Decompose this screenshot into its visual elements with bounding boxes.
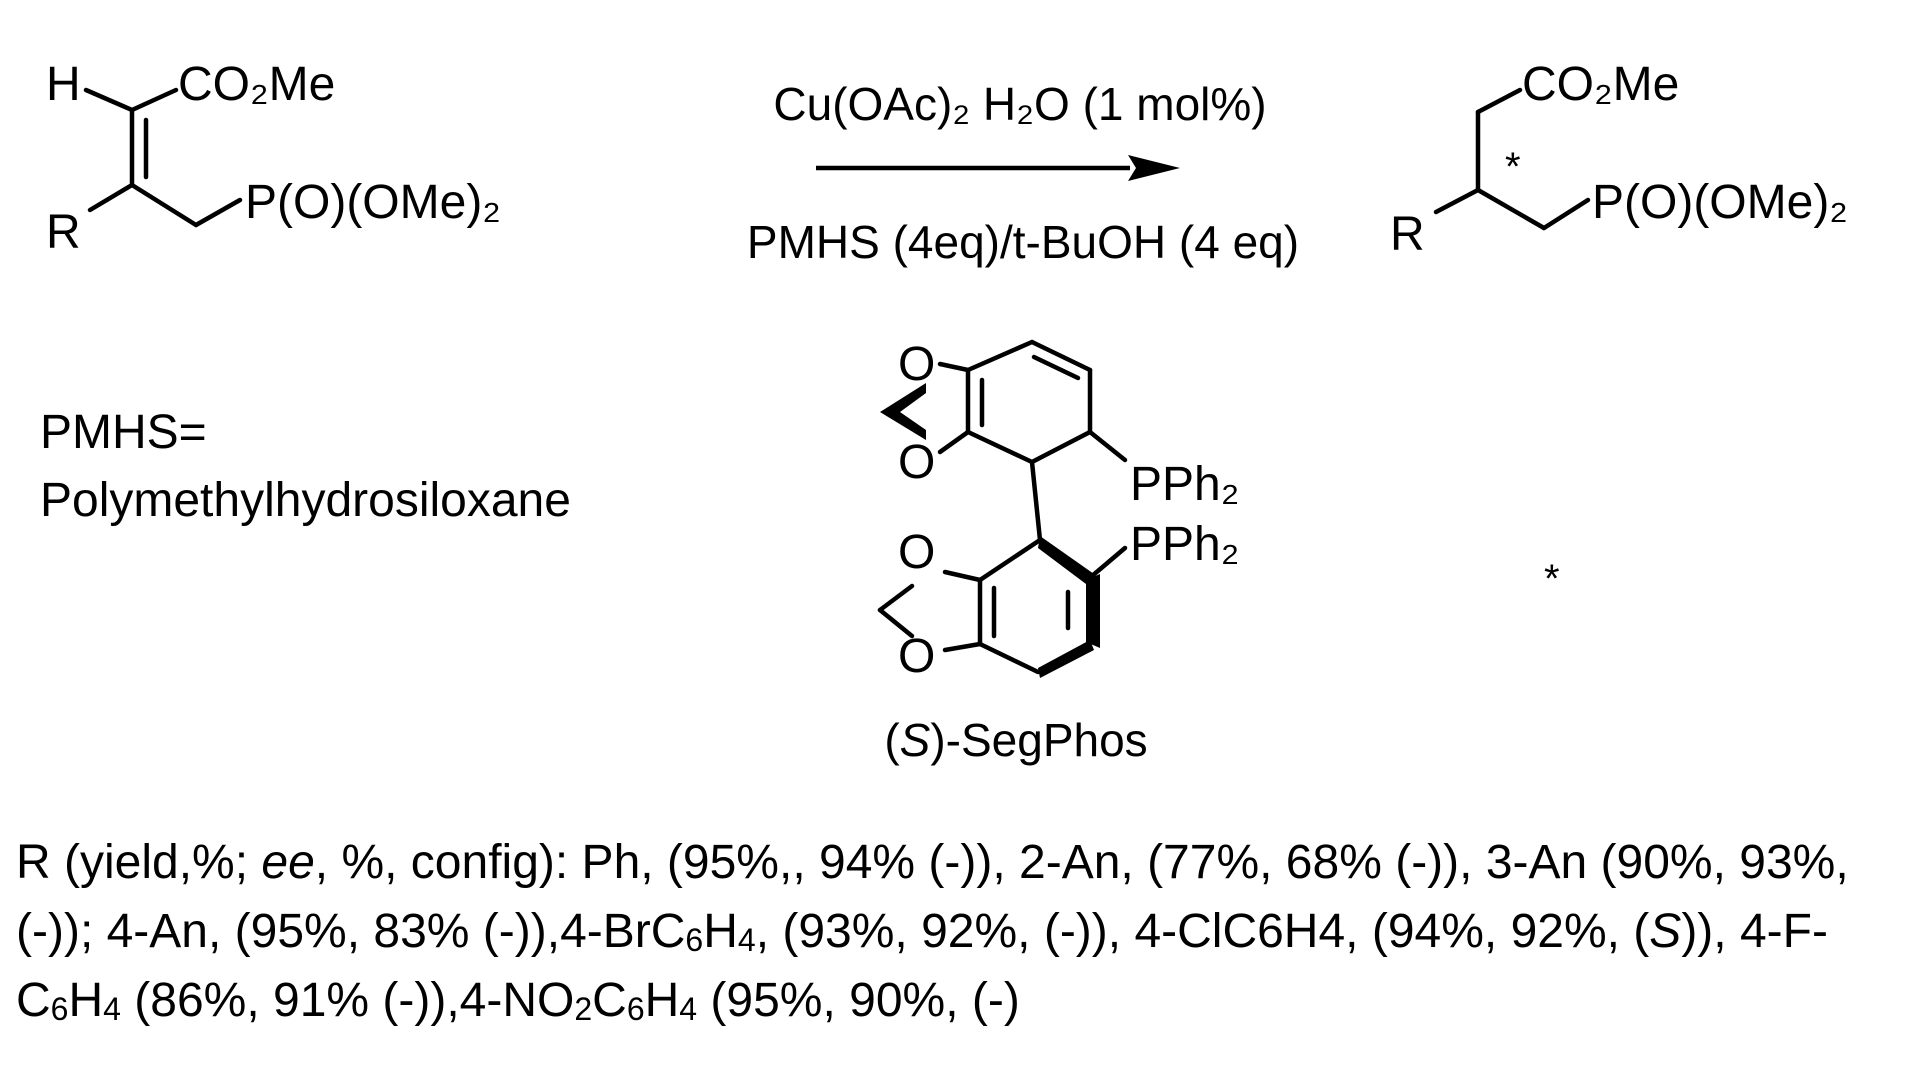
bond-ch2-p (1541, 197, 1591, 231)
note-seg: , %, config): Ph, (95%,, 94% (-)), 2-An,… (16, 836, 1849, 958)
bond-c1-h (83, 87, 135, 113)
stray-asterisk: * (1544, 557, 1560, 601)
note-subscript: 6 (50, 991, 69, 1027)
note-subscript: 4 (679, 991, 698, 1027)
bold-bond (1086, 574, 1100, 648)
segphos-name: (S)-SegPhos (884, 714, 1147, 766)
segphos-o-upper-2: O (898, 436, 935, 489)
product-r-label: R (1390, 208, 1425, 261)
product-stereocenter-mark: * (1505, 145, 1521, 189)
note-seg: (95%, 90%, (-) (697, 974, 1020, 1027)
note-subscript: 4 (103, 991, 121, 1027)
reactant-h-label: H (46, 58, 81, 111)
note-subscript: 2 (574, 991, 593, 1027)
reactant-structure (83, 87, 243, 228)
note-seg-s: S (1649, 905, 1682, 958)
note-seg: H (68, 974, 104, 1027)
bond-c2-ch2 (129, 182, 199, 228)
segphos-structure (877, 339, 1128, 678)
biaryl-bond (1029, 459, 1043, 543)
results-note: R (yield,%; ee, %, config): Ph, (95%,, 9… (16, 828, 1896, 1035)
pmhs-definition-line1: PMHS= (40, 406, 207, 459)
segphos-pph2-lower: PPh₂ (1130, 518, 1239, 571)
note-subscript: 6 (626, 991, 645, 1027)
inner-bond (1031, 354, 1081, 381)
note-seg-ee: ee (261, 836, 315, 889)
note-seg: H (644, 974, 680, 1027)
reaction-scheme: H CO₂Me P(O)(OMe)₂ R Cu(OAc)₂ H₂O (1 mol… (40, 58, 1848, 766)
bold-bond (1038, 640, 1094, 678)
pmhs-definition-line2: Polymethylhydrosiloxane (40, 474, 571, 527)
note-subscript: 6 (685, 922, 704, 958)
note-seg: )), 4-F-C (16, 905, 1828, 1027)
bond-c2-r (87, 182, 135, 213)
segphos-pph2-upper: PPh₂ (1130, 458, 1239, 511)
arrow-head (1128, 155, 1180, 181)
note-seg: , (93%, 92%, (-)), 4-ClC6H4, (94%, 92%, … (755, 905, 1650, 958)
note-seg: C (592, 974, 627, 1027)
product-ester-label: CO₂Me (1522, 58, 1679, 111)
note-subscript: 4 (737, 922, 756, 958)
bond-c1-ester (129, 87, 179, 113)
segphos-o-lower-2: O (898, 630, 935, 683)
product-structure (1433, 87, 1591, 231)
reactant-ester-label: CO₂Me (178, 58, 335, 111)
bold-bond (1038, 536, 1094, 584)
segphos-o-upper-1: O (898, 338, 935, 391)
note-seg: R (yield,%; (16, 836, 262, 889)
reaction-arrow (816, 155, 1180, 181)
conditions-reagents: PMHS (4eq)/t-BuOH (4 eq) (747, 216, 1299, 268)
note-seg: H (703, 905, 738, 958)
bond-ch2-ester (1475, 87, 1523, 115)
note-seg: (86%, 91% (-)),4-NO (120, 974, 575, 1027)
segphos-o-lower-1: O (898, 526, 935, 579)
conditions-catalyst: Cu(OAc)₂ H₂O (1 mol%) (773, 78, 1266, 130)
bond-ch2-p (193, 197, 243, 228)
wedge-bond (880, 383, 926, 440)
reactant-r-label: R (46, 206, 81, 259)
reactant-phosphonate-label: P(O)(OMe)₂ (245, 176, 501, 229)
bond-ch-ch2 (1475, 187, 1547, 231)
product-phosphonate-label: P(O)(OMe)₂ (1592, 176, 1848, 229)
bond-ch-r (1433, 187, 1481, 215)
